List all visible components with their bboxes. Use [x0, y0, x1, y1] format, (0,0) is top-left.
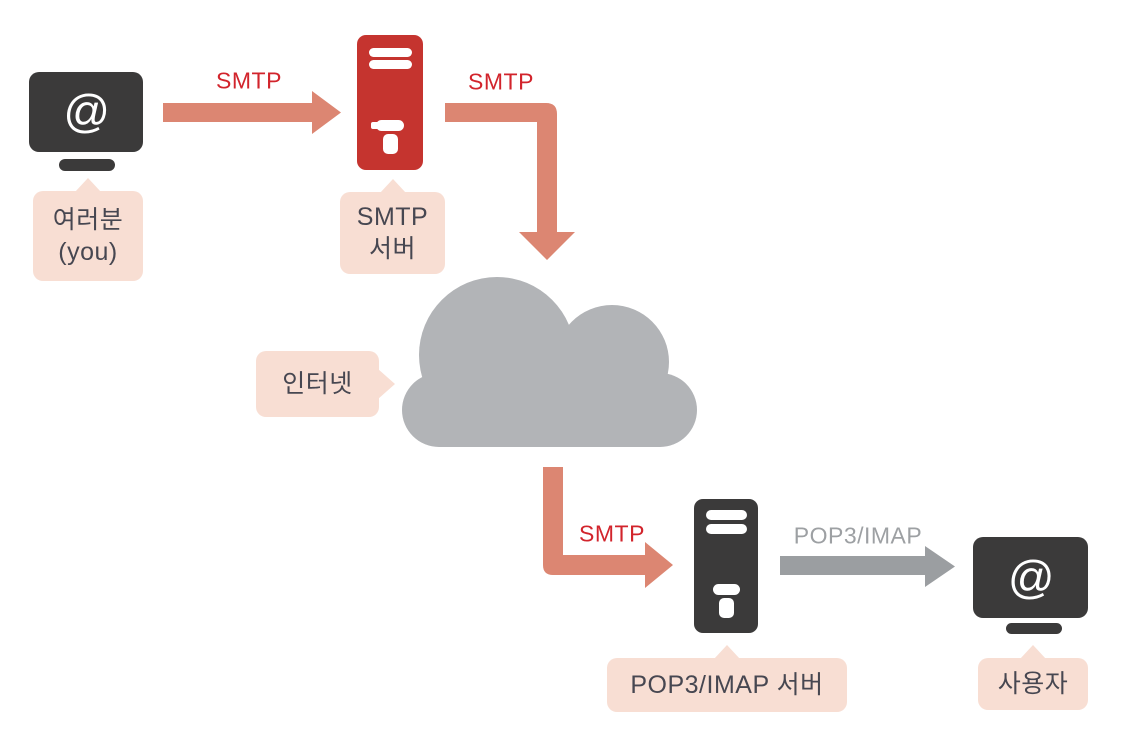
server-vent-bar — [706, 510, 747, 520]
callout-pointer-up — [75, 178, 101, 192]
smtp-server-label-line2: 서버 — [368, 235, 416, 263]
internet-cloud-icon — [402, 277, 697, 447]
callout-pointer-up — [1020, 645, 1046, 659]
server-drive-pill — [376, 120, 404, 131]
receiver-label: 사용자 — [997, 670, 1069, 698]
pop3-imap-server-icon — [694, 499, 758, 633]
internet-label: 인터넷 — [282, 370, 353, 398]
sender-label-line2: (you) — [58, 238, 118, 266]
callout-pointer-up — [379, 179, 406, 193]
server-power-stick — [719, 598, 734, 618]
internet-label-callout: 인터넷 — [256, 351, 395, 417]
server-power-stick — [383, 134, 398, 154]
arrow-smtp-to-internet — [445, 103, 575, 260]
protocol-label-smtp-2: SMTP — [468, 68, 534, 95]
arrow-pop3-to-receiver — [780, 546, 955, 587]
sender-label-line1: 여러분 — [52, 206, 124, 234]
at-symbol: @ — [1007, 550, 1054, 603]
sender-monitor-stand — [59, 159, 115, 171]
receiver-monitor-icon: @ — [973, 537, 1088, 618]
smtp-server-label-callout: SMTP 서버 — [340, 179, 445, 274]
protocol-label-pop3-imap: POP3/IMAP — [793, 522, 923, 549]
server-vent-bar — [706, 524, 747, 534]
receiver-label-callout: 사용자 — [978, 645, 1088, 710]
protocol-label-smtp-3: SMTP — [579, 520, 645, 547]
callout-pointer-right — [378, 369, 395, 399]
receiver-monitor-stand — [1006, 623, 1062, 634]
sender-label-callout: 여러분 (you) — [33, 178, 143, 281]
pop3-imap-server-label: POP3/IMAP 서버 — [630, 671, 824, 699]
sender-monitor-icon: @ — [29, 72, 143, 152]
pop3-imap-server-label-callout: POP3/IMAP 서버 — [607, 645, 847, 712]
callout-pointer-up — [714, 645, 740, 659]
protocol-label-smtp-1: SMTP — [216, 67, 282, 94]
smtp-server-icon — [357, 35, 423, 170]
at-symbol: @ — [62, 85, 110, 137]
arrow-internet-to-pop3 — [543, 467, 673, 588]
arrow-sender-to-smtp — [163, 91, 341, 134]
smtp-server-label-line1: SMTP — [356, 203, 429, 231]
server-vent-bar — [369, 60, 412, 69]
server-drive-pill — [713, 584, 740, 595]
server-vent-bar — [369, 48, 412, 57]
